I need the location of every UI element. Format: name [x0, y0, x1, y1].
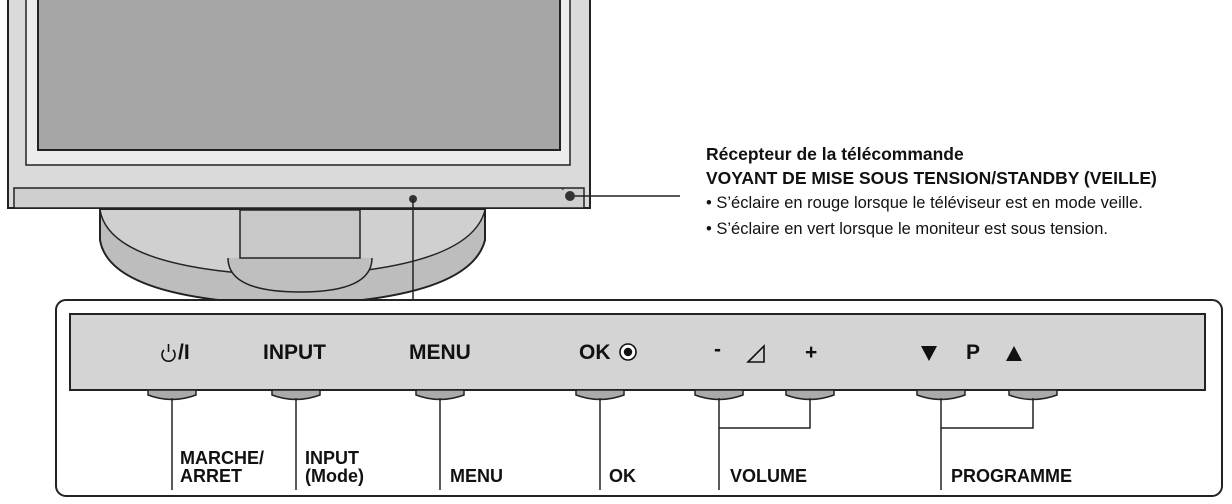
- volume-plus-label[interactable]: +: [805, 341, 818, 364]
- ir-receiver-dot: [565, 191, 575, 201]
- control-panel-strip: [69, 313, 1206, 391]
- programme-p-label[interactable]: P: [966, 341, 981, 364]
- receiver-subtitle: VOYANT DE MISE SOUS TENSION/STANDBY (VEI…: [706, 168, 1157, 188]
- callout-marche-line2: ARRET: [180, 466, 242, 486]
- tv-body: ⌄: [7, 0, 591, 209]
- up-arrow-icon: [1006, 346, 1022, 361]
- power-button-label[interactable]: /I: [178, 341, 190, 364]
- receiver-bullet-on: • S’éclaire en vert lorsque le moniteur …: [706, 220, 1108, 238]
- menu-button-label[interactable]: MENU: [409, 341, 471, 364]
- input-button-label[interactable]: INPUT: [263, 341, 326, 364]
- input-tab: [271, 389, 321, 401]
- vol-plus-tab: [785, 389, 835, 401]
- receiver-description: Récepteur de la télécommande VOYANT DE M…: [706, 142, 1157, 242]
- receiver-title: Récepteur de la télécommande: [706, 144, 964, 164]
- menu-tab: [415, 389, 465, 401]
- callout-input-line1: INPUT: [305, 448, 359, 468]
- ok-button-label[interactable]: OK: [579, 341, 611, 364]
- callout-ok: OK: [609, 466, 636, 486]
- ok-tab: [575, 389, 625, 401]
- callout-volume: VOLUME: [730, 466, 808, 486]
- led-mark-icon: ⌄: [559, 183, 567, 193]
- callout-marche-line1: MARCHE/: [180, 448, 264, 468]
- down-arrow-icon: [921, 346, 937, 361]
- volume-minus-label[interactable]: -: [714, 338, 721, 361]
- power-icon: [161, 344, 176, 362]
- ok-dot-icon: [619, 343, 637, 361]
- callout-lines: [171, 398, 1034, 490]
- button-tabs: [147, 389, 1058, 401]
- tv-screen: [37, 0, 561, 151]
- prog-down-tab: [916, 389, 966, 401]
- volume-triangle-icon: [746, 344, 765, 363]
- prog-up-tab: [1008, 389, 1058, 401]
- tv-bottom-strip: [13, 187, 585, 209]
- callout-programme: PROGRAMME: [951, 466, 1072, 486]
- callout-input-line2: (Mode): [305, 466, 364, 486]
- vol-minus-tab: [694, 389, 744, 401]
- power-tab: [147, 389, 197, 401]
- receiver-bullet-standby: • S’éclaire en rouge lorsque le télévise…: [706, 194, 1143, 212]
- callout-menu: MENU: [450, 466, 503, 486]
- tv-stand: [99, 209, 486, 307]
